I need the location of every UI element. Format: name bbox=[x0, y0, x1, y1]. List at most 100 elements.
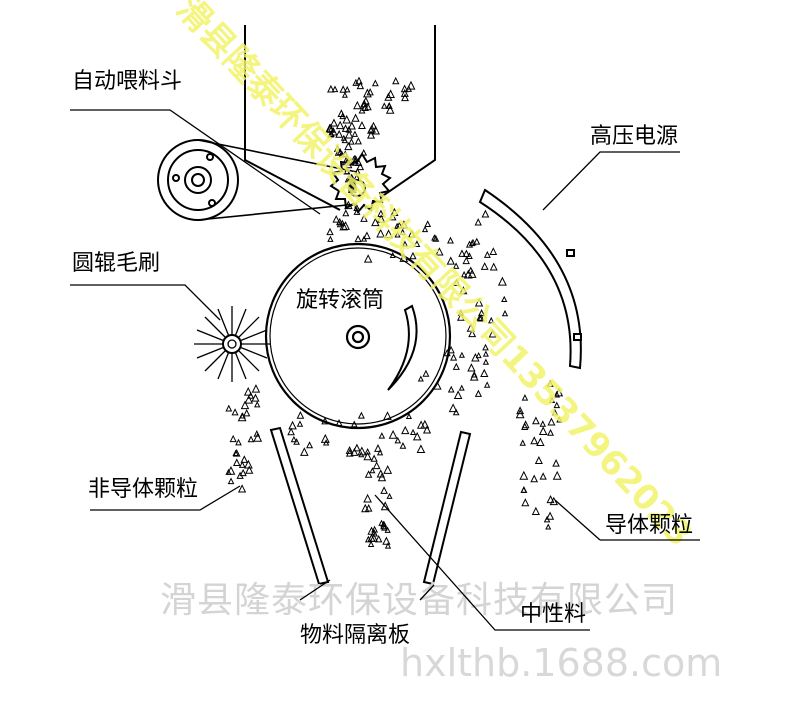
particle bbox=[468, 364, 475, 371]
particle bbox=[381, 487, 387, 493]
particle bbox=[226, 406, 231, 411]
particle bbox=[485, 252, 490, 257]
watermark-company: 滑县隆泰环保设备科技有限公司 bbox=[160, 580, 678, 621]
particle bbox=[474, 239, 479, 244]
particle bbox=[476, 391, 482, 397]
particle bbox=[540, 473, 546, 479]
particle bbox=[245, 388, 252, 395]
particle bbox=[383, 538, 390, 545]
label-middling: 中性料 bbox=[520, 602, 586, 627]
particle bbox=[376, 536, 382, 542]
particle bbox=[343, 210, 348, 215]
particle bbox=[240, 462, 245, 467]
particle bbox=[354, 102, 361, 109]
particle bbox=[232, 409, 238, 415]
particle bbox=[371, 456, 377, 462]
particle bbox=[331, 120, 337, 126]
label-conductor: 导体颗粒 bbox=[605, 513, 693, 538]
particle bbox=[356, 138, 362, 144]
round-brush bbox=[194, 306, 270, 382]
particle bbox=[531, 476, 537, 482]
particle bbox=[424, 426, 431, 433]
particle bbox=[393, 78, 399, 84]
particle bbox=[375, 445, 381, 451]
particle bbox=[359, 122, 365, 128]
label-power: 高压电源 bbox=[590, 124, 678, 149]
particle bbox=[455, 391, 462, 398]
particle bbox=[536, 457, 542, 463]
particle bbox=[298, 421, 303, 426]
particle bbox=[379, 521, 384, 526]
belt-pulley bbox=[158, 140, 238, 220]
particle bbox=[352, 115, 359, 122]
label-nonconductor: 非导体颗粒 bbox=[88, 477, 198, 502]
particle bbox=[297, 412, 303, 418]
particle bbox=[503, 311, 508, 316]
particle bbox=[554, 472, 561, 479]
particle bbox=[540, 428, 547, 435]
particle bbox=[490, 248, 496, 254]
particle bbox=[387, 494, 391, 498]
label-drum: 旋转滚筒 bbox=[296, 288, 384, 313]
particle bbox=[481, 370, 488, 377]
particle bbox=[400, 443, 405, 448]
particle bbox=[411, 430, 416, 435]
particle bbox=[521, 487, 526, 492]
label-hopper: 自动喂料斗 bbox=[72, 69, 182, 94]
particle bbox=[407, 82, 414, 89]
particle bbox=[364, 90, 371, 97]
particle bbox=[502, 297, 507, 302]
particle bbox=[449, 387, 454, 392]
particle bbox=[425, 221, 430, 226]
particle bbox=[484, 360, 489, 365]
particle bbox=[288, 429, 294, 435]
particle bbox=[451, 355, 456, 360]
particle bbox=[382, 103, 387, 108]
particle bbox=[520, 440, 525, 445]
particle bbox=[533, 508, 540, 515]
particle bbox=[384, 466, 391, 473]
particle bbox=[475, 219, 481, 225]
particle bbox=[369, 542, 374, 547]
particle bbox=[548, 430, 553, 435]
label-divider: 物料隔离板 bbox=[300, 623, 410, 648]
particle bbox=[236, 440, 241, 445]
particle bbox=[327, 229, 333, 235]
particle bbox=[229, 479, 234, 484]
particle bbox=[343, 93, 347, 97]
label-brush: 圆辊毛刷 bbox=[72, 251, 160, 276]
particle bbox=[248, 437, 253, 442]
particle bbox=[345, 87, 350, 92]
particle bbox=[328, 237, 333, 242]
particle bbox=[362, 505, 369, 512]
particle bbox=[460, 353, 464, 357]
particle bbox=[546, 525, 550, 529]
particle bbox=[230, 436, 236, 442]
particle bbox=[454, 364, 460, 370]
particle bbox=[418, 422, 425, 429]
particle bbox=[482, 263, 488, 269]
particle bbox=[491, 264, 497, 270]
particle bbox=[307, 442, 312, 447]
particle bbox=[373, 81, 378, 86]
particle bbox=[485, 382, 490, 387]
particle bbox=[301, 448, 308, 455]
particle bbox=[540, 421, 545, 426]
particle bbox=[537, 439, 544, 446]
particle bbox=[337, 122, 344, 129]
particle bbox=[364, 495, 371, 502]
particle bbox=[234, 459, 240, 465]
particle bbox=[402, 427, 409, 434]
particle bbox=[553, 460, 559, 466]
particle bbox=[499, 278, 506, 285]
particle bbox=[379, 433, 384, 438]
particle bbox=[336, 131, 342, 137]
particle bbox=[454, 410, 459, 415]
particle bbox=[522, 499, 528, 505]
particle bbox=[244, 410, 250, 416]
particle bbox=[353, 132, 358, 137]
particle bbox=[333, 216, 339, 222]
particle bbox=[460, 386, 464, 390]
particle bbox=[531, 437, 537, 443]
